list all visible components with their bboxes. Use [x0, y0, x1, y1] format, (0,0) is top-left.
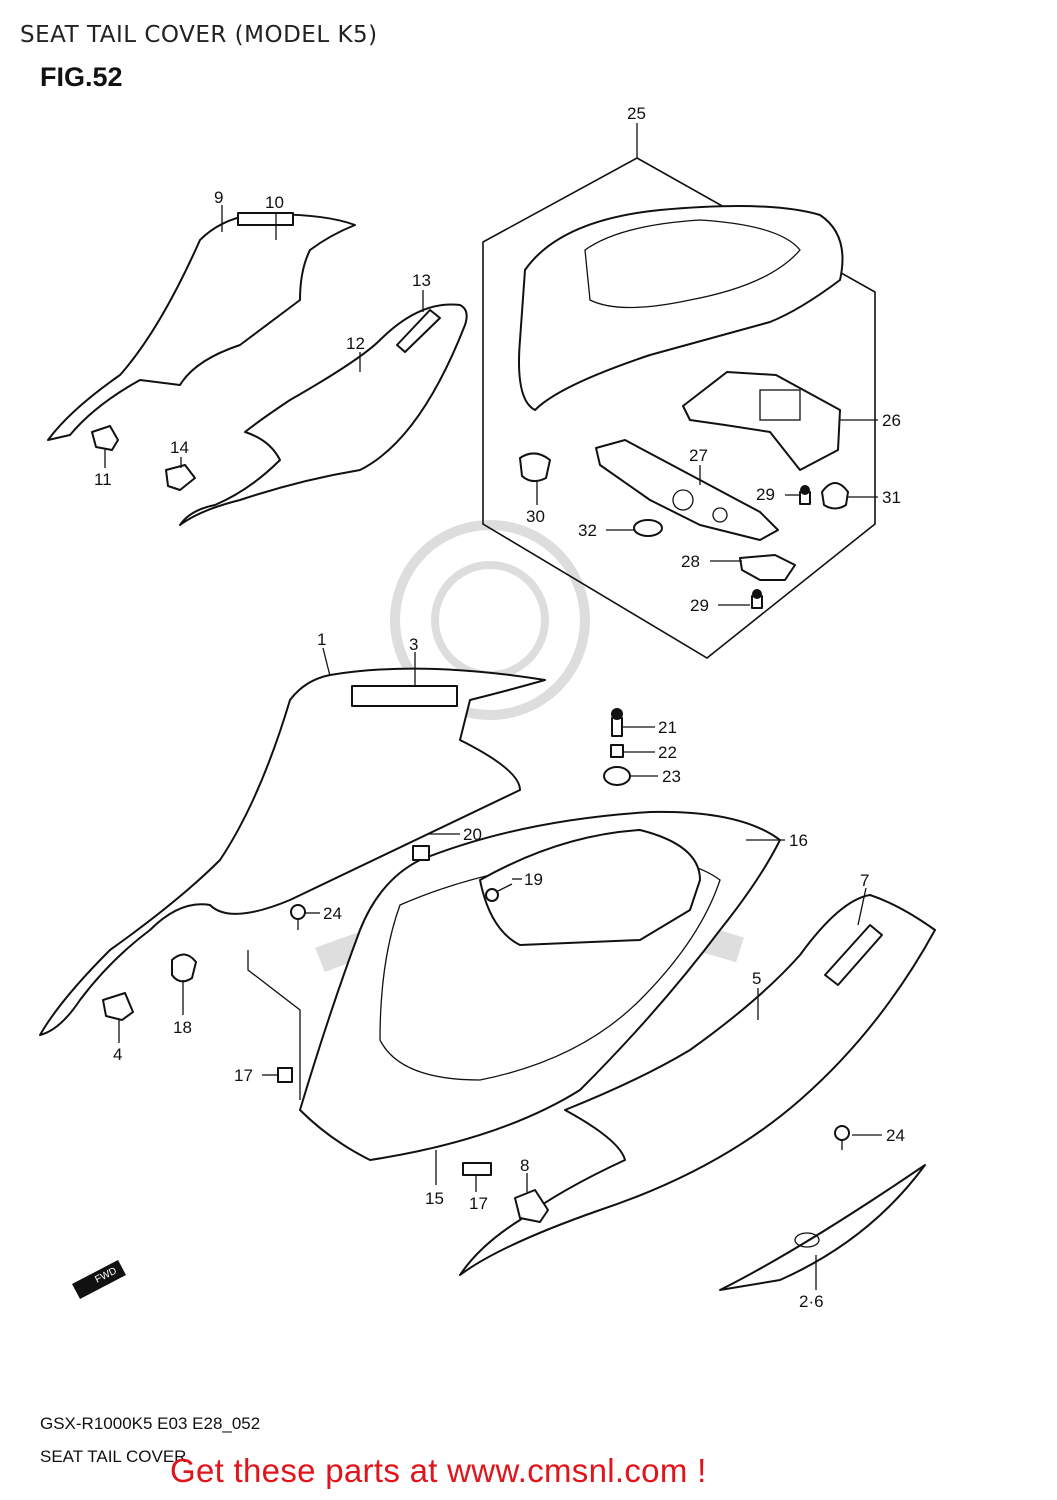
part-17-tape-left[interactable]	[277, 1067, 293, 1083]
callout-3: 3	[409, 635, 418, 654]
part-24-rivet-right[interactable]	[834, 1125, 850, 1150]
callout-5: 5	[752, 969, 761, 988]
part-7-light[interactable]	[824, 924, 883, 986]
part-5-side-cover[interactable]	[459, 894, 936, 1276]
seat-group-frame	[482, 157, 876, 659]
callout-27: 27	[689, 446, 708, 465]
part-31-damper[interactable]	[821, 482, 849, 510]
part-2-6-emblem[interactable]	[719, 1164, 926, 1291]
part-24-rivet-left[interactable]	[290, 904, 306, 930]
part-30-cushion[interactable]	[519, 452, 551, 482]
callout-10: 10	[265, 193, 284, 212]
part-32-grommet[interactable]	[633, 519, 663, 537]
part-29-bolt-lower[interactable]	[751, 589, 763, 609]
part-17-tape-bottom[interactable]	[462, 1162, 492, 1176]
callout-29-lower: 29	[690, 596, 709, 615]
part-10-light[interactable]	[237, 212, 294, 226]
part-11-clip[interactable]	[91, 425, 119, 451]
promo-link[interactable]: Get these parts at www.cmsnl.com !	[170, 1452, 707, 1489]
callout-30: 30	[526, 507, 545, 526]
callout-28: 28	[681, 552, 700, 571]
callout-23: 23	[662, 767, 681, 786]
callout-24-left: 24	[323, 904, 342, 923]
callout-8: 8	[520, 1156, 529, 1175]
part-29-bolt-upper[interactable]	[799, 485, 811, 505]
callout-12: 12	[346, 334, 365, 353]
callout-22: 22	[658, 743, 677, 762]
forward-direction-arrow: FWD	[72, 1260, 126, 1299]
callout-24-right: 24	[886, 1126, 905, 1145]
leader-lines	[104, 123, 882, 1290]
part-9-cover[interactable]	[47, 213, 356, 441]
figure-number: FIG.52	[40, 62, 123, 92]
part-14-clip[interactable]	[165, 464, 196, 491]
callout-1: 1	[317, 630, 326, 649]
callout-19: 19	[524, 870, 543, 889]
callout-31: 31	[882, 488, 901, 507]
part-28-clip[interactable]	[739, 554, 796, 581]
callout-14: 14	[170, 438, 189, 457]
callout-13: 13	[412, 271, 431, 290]
part-8-clip[interactable]	[514, 1189, 549, 1223]
callout-32: 32	[578, 521, 597, 540]
callout-21: 21	[658, 718, 677, 737]
part-23-cushion[interactable]	[603, 766, 631, 786]
part-22-collar[interactable]	[610, 744, 624, 758]
part-21-bolt[interactable]	[611, 708, 623, 737]
seat-assembly-group	[482, 157, 876, 659]
callout-11: 11	[94, 470, 112, 489]
callout-16: 16	[789, 831, 808, 850]
diagram-caption: SEAT TAIL COVER	[40, 1447, 187, 1466]
part-18-grommet[interactable]	[171, 953, 197, 983]
part-3-light[interactable]	[351, 685, 458, 707]
callout-17-left: 17	[234, 1066, 253, 1085]
main-tail-cover-group	[39, 667, 936, 1291]
callout-numbers: 25 9 10 13 12 26 14 27 11 29 31 30 32 28…	[94, 104, 905, 1311]
part-12-panel[interactable]	[179, 303, 468, 526]
callout-29-upper: 29	[756, 485, 775, 504]
part-26-seat-bracket[interactable]	[682, 371, 841, 471]
callout-7: 7	[860, 871, 869, 890]
part-16-frame[interactable]	[479, 829, 701, 946]
part-1-side-cover[interactable]	[39, 667, 546, 1036]
part-27-bracket[interactable]	[595, 439, 779, 541]
callout-4: 4	[113, 1045, 122, 1064]
callout-2-6: 2·6	[799, 1292, 824, 1311]
diagram-code: GSX-R1000K5 E03 E28_052	[40, 1414, 261, 1433]
callout-25: 25	[627, 104, 646, 123]
callout-26: 26	[882, 411, 901, 430]
callout-17-bottom: 17	[469, 1194, 488, 1213]
part-25-seat[interactable]	[518, 205, 844, 411]
callout-18: 18	[173, 1018, 192, 1037]
callout-20: 20	[463, 825, 482, 844]
part-13-light[interactable]	[396, 309, 441, 353]
page-title: SEAT TAIL COVER (MODEL K5)	[20, 22, 378, 48]
callout-9: 9	[214, 188, 223, 207]
part-20-nut[interactable]	[412, 845, 430, 861]
part-19-screw[interactable]	[485, 883, 513, 902]
part-4-clip[interactable]	[102, 992, 134, 1021]
small-tail-cover-group	[47, 212, 468, 526]
callout-15: 15	[425, 1189, 444, 1208]
